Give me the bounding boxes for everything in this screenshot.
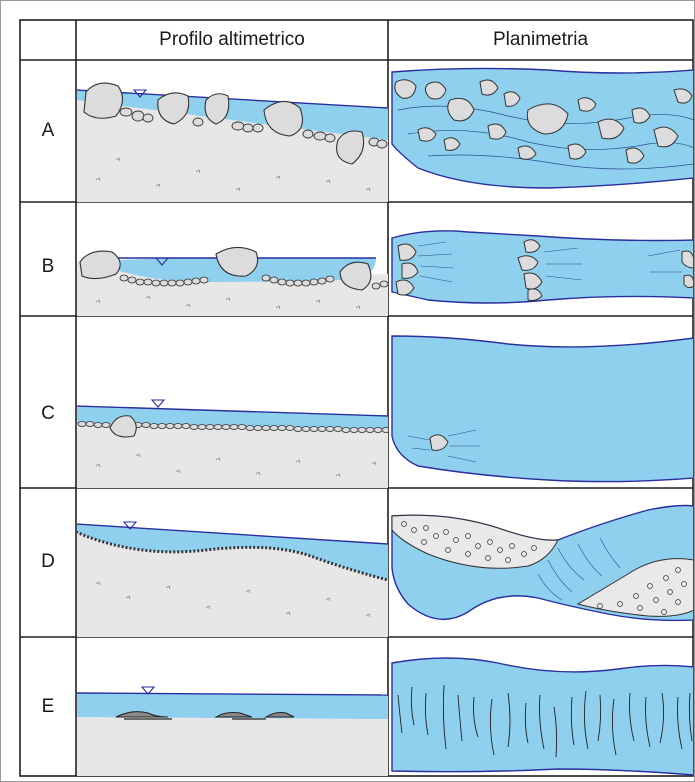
row-label-a: A (20, 119, 76, 143)
profile-a (76, 83, 388, 202)
profile-c (76, 400, 388, 488)
plan-c (392, 336, 694, 482)
header-profile: Profilo altimetrico (76, 20, 388, 60)
plan-column (388, 60, 694, 777)
plan-e (392, 658, 694, 775)
profile-b (76, 247, 388, 316)
plan-a (392, 68, 694, 188)
profile-d (76, 522, 388, 637)
header-plan: Planimetria (388, 20, 693, 60)
profile-e (76, 687, 388, 776)
plan-d (392, 506, 694, 621)
row-label-d: D (20, 550, 76, 574)
row-label-b: B (20, 255, 76, 279)
row-label-c: C (20, 402, 76, 426)
plan-b (392, 231, 694, 303)
row-label-e: E (20, 695, 76, 719)
profile-column (76, 60, 388, 777)
